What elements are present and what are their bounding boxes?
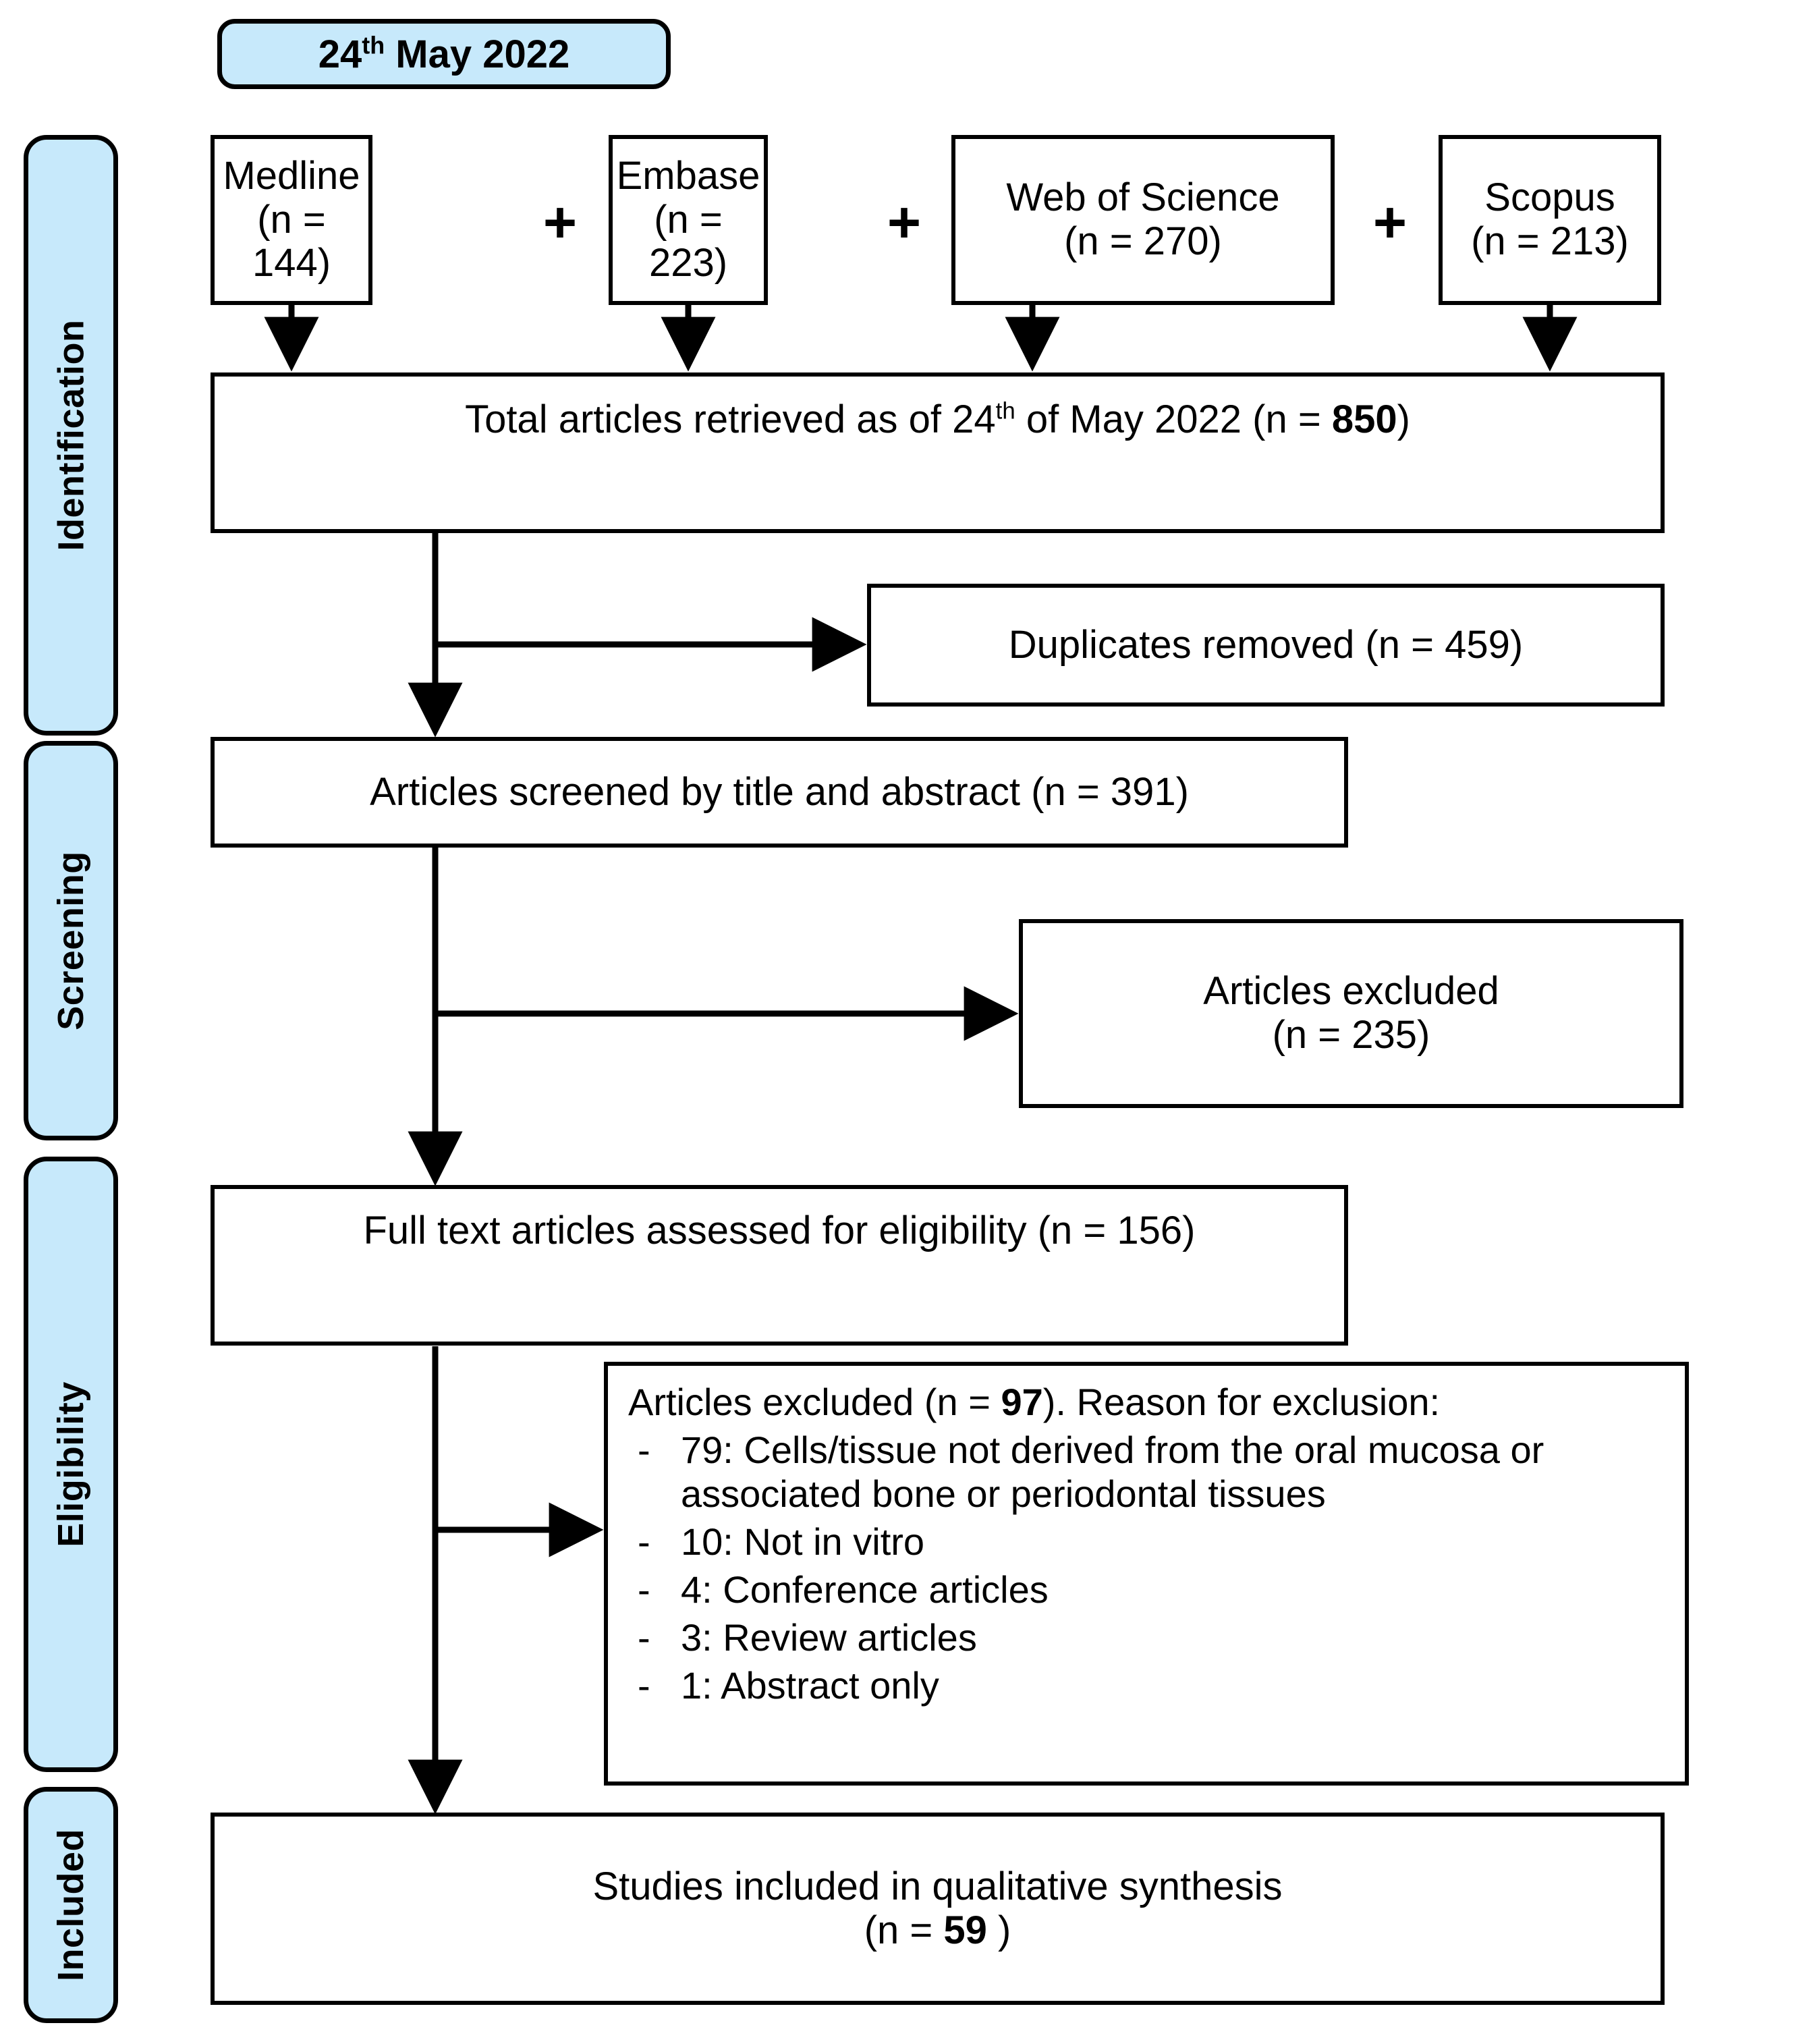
- bullet-dash-icon: -: [638, 1568, 650, 1611]
- plus-glyph-1: +: [542, 190, 578, 255]
- source-count-scopus: (n = 213): [1471, 219, 1629, 263]
- source-count-medline: (n = 144): [252, 197, 331, 285]
- source-count-web-of-science: (n = 270): [1064, 219, 1222, 263]
- source-name-scopus: Scopus: [1484, 175, 1615, 220]
- fulltext-assessed-box: Full text articles assessed for eligibil…: [211, 1185, 1348, 1346]
- plus-sign-2: +: [877, 190, 931, 255]
- stage-label-identification: Identification: [51, 319, 91, 551]
- studies-included-box: Studies included in qualitative synthesi…: [211, 1813, 1665, 2005]
- source-name-medline: Medline: [223, 153, 360, 198]
- fulltext-assessed-text: Full text articles assessed for eligibil…: [363, 1209, 1196, 1252]
- search-date-text: 24th May 2022: [318, 31, 570, 76]
- source-box-scopus: Scopus (n = 213): [1439, 135, 1661, 305]
- screened-box: Articles screened by title and abstract …: [211, 737, 1348, 848]
- exclusion-reason-item: - 4: Conference articles: [628, 1568, 1667, 1612]
- exclusion-reason-text: 1: Abstract only: [681, 1663, 939, 1707]
- studies-included-count: (n = 59 ): [864, 1908, 1011, 1952]
- plus-sign-3: +: [1363, 190, 1417, 255]
- stage-pill-identification: Identification: [24, 135, 118, 736]
- stage-pill-included: Included: [24, 1787, 118, 2023]
- exclusion-reason-text: 4: Conference articles: [681, 1568, 1049, 1611]
- plus-glyph-2: +: [887, 190, 922, 255]
- stage-label-screening: Screening: [51, 851, 91, 1030]
- articles-excluded-screening-line1: Articles excluded: [1203, 969, 1499, 1014]
- studies-included-line1: Studies included in qualitative synthesi…: [592, 1864, 1283, 1908]
- exclusion-reason-item: - 79: Cells/tissue not derived from the …: [628, 1429, 1667, 1516]
- search-date-badge: 24th May 2022: [217, 19, 671, 89]
- exclusion-reason-text: 3: Review articles: [681, 1615, 977, 1659]
- source-name-web-of-science: Web of Science: [1006, 175, 1280, 220]
- articles-excluded-screening-box: Articles excluded (n = 235): [1019, 919, 1683, 1108]
- stage-label-eligibility: Eligibility: [51, 1381, 91, 1547]
- source-count-embase: (n = 223): [648, 197, 728, 285]
- source-box-medline: Medline (n = 144): [211, 135, 372, 305]
- bullet-dash-icon: -: [638, 1663, 650, 1707]
- source-box-web-of-science: Web of Science (n = 270): [951, 135, 1335, 305]
- plus-sign-1: +: [533, 190, 587, 255]
- source-box-embase: Embase (n = 223): [609, 135, 768, 305]
- exclusion-reason-text: 10: Not in vitro: [681, 1520, 925, 1563]
- exclusion-reason-list: - 79: Cells/tissue not derived from the …: [628, 1429, 1667, 1708]
- duplicates-removed-text: Duplicates removed (n = 459): [1008, 622, 1524, 667]
- source-name-embase: Embase: [616, 153, 760, 198]
- articles-excluded-eligibility-title: Articles excluded (n = 97). Reason for e…: [628, 1381, 1441, 1423]
- exclusion-reason-item: - 3: Review articles: [628, 1616, 1667, 1660]
- duplicates-removed-box: Duplicates removed (n = 459): [867, 584, 1665, 707]
- stage-pill-eligibility: Eligibility: [24, 1157, 118, 1772]
- bullet-dash-icon: -: [638, 1615, 650, 1659]
- articles-excluded-eligibility-box: Articles excluded (n = 97). Reason for e…: [604, 1362, 1689, 1786]
- screened-text: Articles screened by title and abstract …: [370, 769, 1189, 814]
- exclusion-reason-item: - 10: Not in vitro: [628, 1520, 1667, 1564]
- total-articles-box: Total articles retrieved as of 24th of M…: [211, 372, 1665, 533]
- bullet-dash-icon: -: [638, 1428, 650, 1471]
- exclusion-reason-text: 79: Cells/tissue not derived from the or…: [681, 1428, 1544, 1515]
- total-articles-text: Total articles retrieved as of 24th of M…: [465, 397, 1410, 441]
- plus-glyph-3: +: [1372, 190, 1408, 255]
- stage-label-included: Included: [51, 1828, 92, 1982]
- bullet-dash-icon: -: [638, 1520, 650, 1563]
- stage-pill-screening: Screening: [24, 741, 118, 1140]
- exclusion-reason-item: - 1: Abstract only: [628, 1664, 1667, 1708]
- articles-excluded-screening-line2: (n = 235): [1272, 1013, 1430, 1057]
